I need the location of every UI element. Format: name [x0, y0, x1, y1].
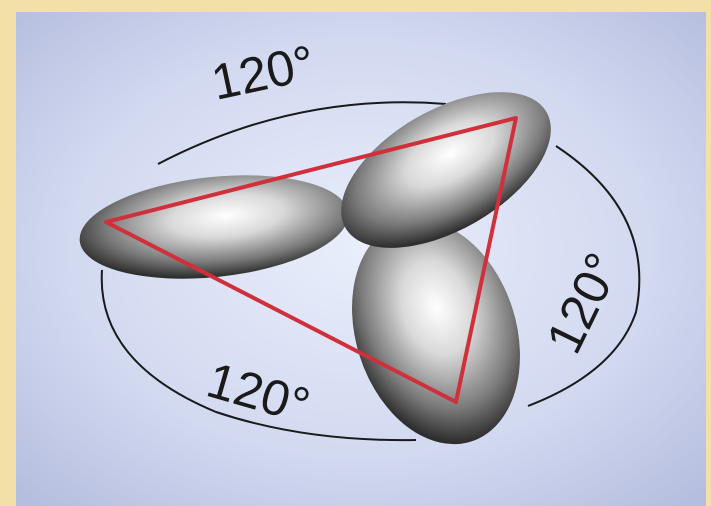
diagram-panel: 120° 120° 120° — [16, 12, 706, 506]
trigonal-planar-diagram: 120° 120° 120° — [16, 12, 706, 506]
